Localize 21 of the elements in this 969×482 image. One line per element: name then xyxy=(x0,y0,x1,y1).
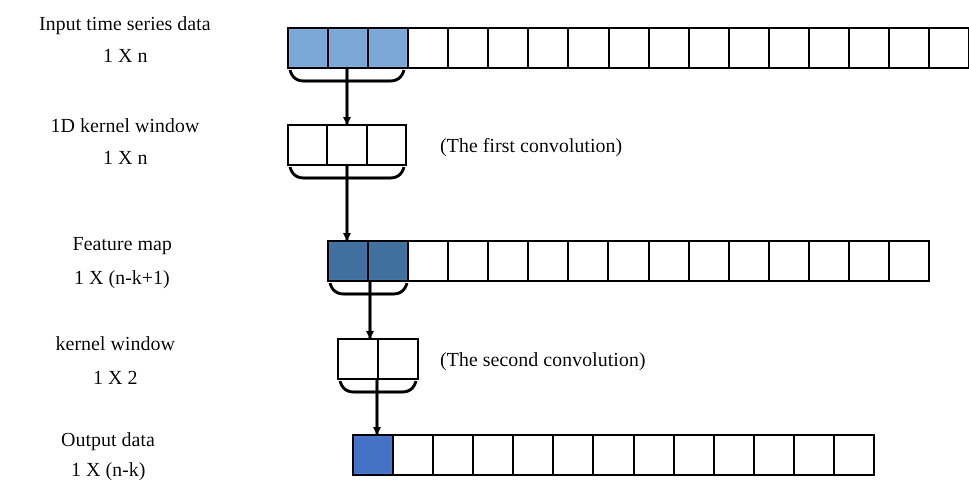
note-label: (The second convolution) xyxy=(440,348,646,372)
array-label: Input time series data xyxy=(39,12,211,36)
array-label: 1D kernel window xyxy=(50,114,200,138)
note-label: (The first convolution) xyxy=(440,134,622,158)
arrow xyxy=(373,380,381,435)
array-label: 1 X (n-k) xyxy=(71,458,146,482)
arrow xyxy=(343,69,351,125)
array-label: 1 X n xyxy=(103,44,148,68)
array-label: 1 X (n-k+1) xyxy=(74,266,170,290)
cell-array xyxy=(352,434,875,476)
array-label: Feature map xyxy=(72,232,172,256)
array-label: kernel window xyxy=(56,332,175,356)
arrow xyxy=(343,166,351,241)
cell-array xyxy=(337,338,419,380)
cell-array xyxy=(287,27,969,69)
cell-array xyxy=(287,124,407,166)
array-label: 1 X n xyxy=(103,146,148,170)
array-label: 1 X 2 xyxy=(93,366,138,390)
cell-array xyxy=(327,240,930,282)
array-label: Output data xyxy=(61,428,155,452)
arrow xyxy=(366,282,374,339)
